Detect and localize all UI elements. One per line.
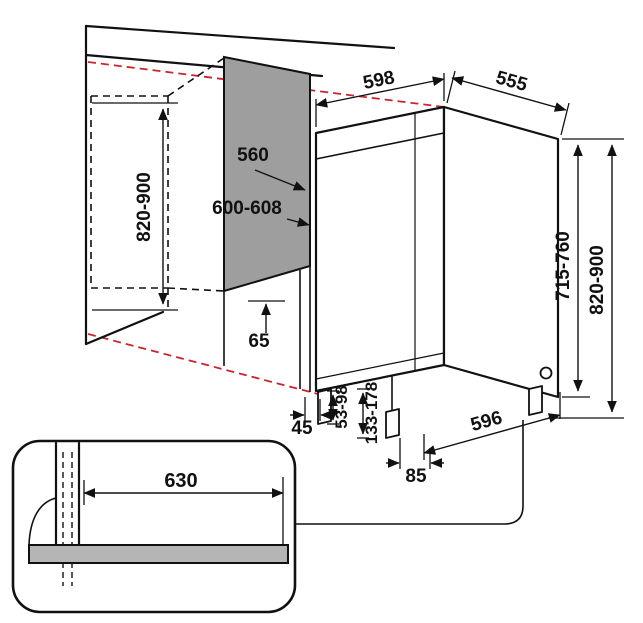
dim-front-clearance-label: 45: [291, 418, 313, 439]
control-panel-line: [315, 132, 445, 160]
dim-niche-height: 820-900: [92, 102, 178, 311]
dim-plinth-opening-width-label: 630: [164, 470, 197, 492]
dim-niche-width-label: 600-608: [212, 198, 282, 219]
dim-base-depth: 596: [423, 392, 561, 460]
plinth-board: [28, 544, 289, 564]
dim-niche-depth: 560: [237, 145, 306, 191]
dim-appliance-height: 715-760: [553, 138, 624, 398]
dim-appliance-height-label: 715-760: [553, 231, 574, 301]
dim-line: [423, 413, 561, 455]
door-bottom-line: [315, 352, 445, 380]
alignment-line-bottom: [87, 333, 319, 395]
niche-side-panel: [223, 55, 311, 392]
dim-appliance-width: 598: [315, 67, 445, 127]
niche-side-panel-face: [223, 55, 311, 293]
rear-foot: [528, 385, 543, 416]
dim-rear-clearance-label: 85: [405, 466, 427, 487]
niche-hidden-edge-bottom-diagonal: [167, 287, 225, 292]
dim-side-clearance-label: 65: [248, 331, 270, 352]
dim-ext-line: [560, 102, 570, 136]
dishwasher-front-face: [314, 105, 446, 393]
door-swing-arc: [28, 497, 57, 546]
leader-line: [254, 169, 306, 191]
dim-rear-clearance: 85: [386, 438, 444, 487]
dim-plinth-range-label: 133-178: [362, 382, 381, 444]
dim-appliance-depth: 555: [446, 67, 570, 136]
detail-callout-connector: [296, 420, 524, 525]
leader-line: [286, 217, 310, 227]
dim-overall-height-label: 820-900: [587, 245, 608, 315]
dim-niche-depth-label: 560: [237, 145, 269, 166]
plinth-detail-inset: 630: [11, 420, 524, 614]
dim-line: [315, 76, 445, 108]
dim-niche-height-label: 820-900: [134, 172, 155, 242]
worktop-top-edge: [84, 24, 396, 50]
detail-inset-border: [11, 439, 297, 614]
dim-foot-adjustment: 53-98: [327, 385, 351, 429]
niche-hidden-edges: [90, 57, 225, 311]
dim-front-clearance: 45: [290, 397, 335, 439]
cabinet-outline: [84, 24, 396, 346]
dim-niche-width: 600-608: [212, 198, 310, 227]
dim-plinth-range: 133-178: [357, 382, 381, 444]
cabinet-floor-edge: [84, 310, 165, 346]
dishwasher: [314, 105, 560, 439]
dim-side-clearance: 65: [248, 300, 285, 352]
dim-foot-adjustment-label: 53-98: [332, 385, 351, 428]
inlet-connection-circle: [539, 366, 553, 380]
dim-ext-line: [446, 70, 456, 104]
front-foot: [385, 408, 400, 439]
dim-line: [451, 76, 567, 112]
dishwasher-side-face: [442, 105, 560, 399]
